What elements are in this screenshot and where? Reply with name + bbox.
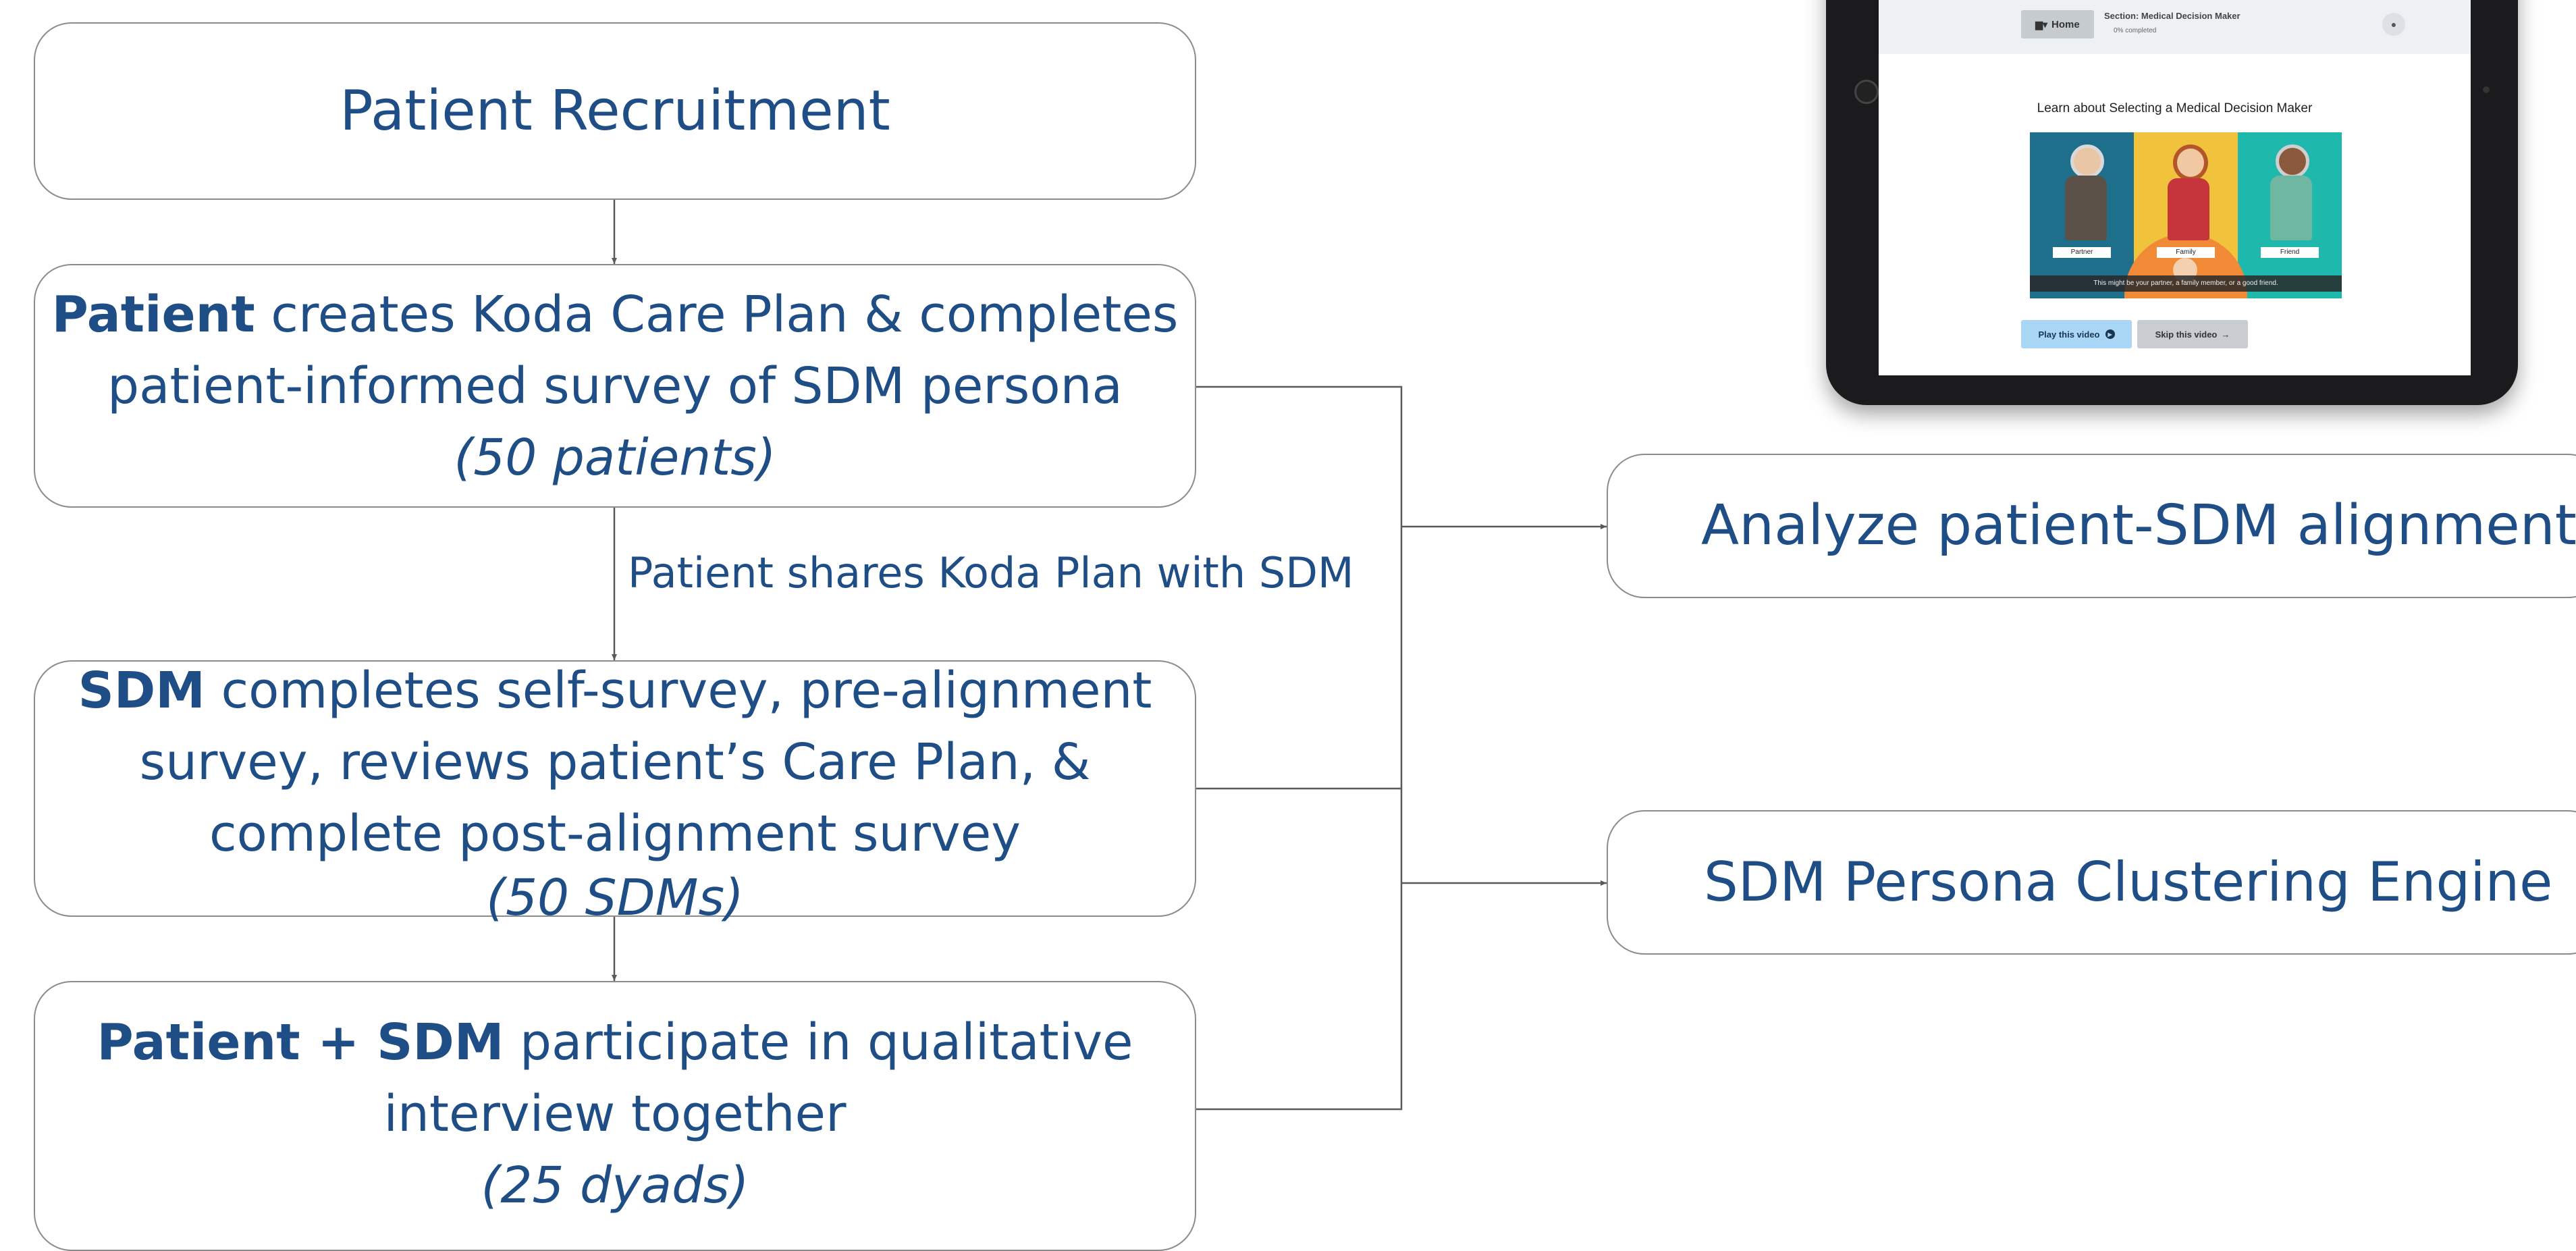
section-title: Section: Medical Decision Maker <box>2104 11 2240 21</box>
play-video-label: Play this video <box>2038 329 2100 340</box>
sdm-step-line-1-rest: completes self-survey, pre-alignment <box>205 662 1152 720</box>
app-header <box>1879 0 2471 54</box>
tablet-home-button <box>1854 80 1879 104</box>
clustering-engine-text: SDM Persona Clustering Engine <box>1704 851 2553 913</box>
video-label-partner: Partner <box>2053 247 2111 258</box>
sdm-step-box: SDM completes self-survey, pre-alignment… <box>34 660 1196 917</box>
interview-step-line-1: Patient + SDM participate in qualitative <box>97 1007 1133 1078</box>
interview-step-line-1-rest: participate in qualitative <box>504 1013 1133 1071</box>
tablet-mockup: ▆▾ Home Section: Medical Decision Maker … <box>1826 0 2518 405</box>
patient-count-text: (50 patients) <box>454 428 776 487</box>
home-button-label: Home <box>2051 18 2080 30</box>
video-player[interactable]: Partner Family Friend This might be your… <box>2030 132 2342 298</box>
connector-patient-out <box>1196 385 1403 1111</box>
share-plan-label: Patient shares Koda Plan with SDM <box>628 548 1354 597</box>
patient-step-box: Patient creates Koda Care Plan & complet… <box>34 264 1196 508</box>
skip-video-label: Skip this video <box>2155 329 2218 340</box>
play-icon: ▶ <box>2105 329 2115 339</box>
home-button[interactable]: ▆▾ Home <box>2021 10 2094 38</box>
patient-step-count: (50 patients) <box>454 422 776 494</box>
sdm-step-line-3: complete post-alignment survey <box>209 805 1021 863</box>
sdm-step-line-1: SDM completes self-survey, pre-alignment <box>78 655 1152 726</box>
patient-recruitment-box: Patient Recruitment <box>34 22 1196 200</box>
play-video-button[interactable]: Play this video ▶ <box>2021 320 2132 348</box>
patient-step-line-2: patient-informed survey of SDM persona <box>107 356 1123 415</box>
sdm-step-count: (50 SDMs) <box>486 869 744 927</box>
video-label-family: Family <box>2157 247 2215 258</box>
patient-step-line-1-rest: creates Koda Care Plan & completes <box>254 285 1179 344</box>
sdm-step-line-2: survey, reviews patient’s Care Plan, & <box>139 733 1091 791</box>
learn-title: Learn about Selecting a Medical Decision… <box>2037 101 2313 115</box>
video-caption: This might be your partner, a family mem… <box>2030 275 2342 292</box>
home-icon: ▆▾ <box>2035 18 2048 30</box>
patient-step-actor: Patient <box>51 285 255 344</box>
tablet-sensor <box>2483 86 2490 93</box>
clustering-engine-box: SDM Persona Clustering Engine <box>1607 810 2576 955</box>
interview-step-count: (25 dyads) <box>481 1150 749 1221</box>
flow-connectors <box>612 200 1607 1111</box>
skip-video-button[interactable]: Skip this video → <box>2137 320 2248 348</box>
interview-step-box: Patient + SDM participate in qualitative… <box>34 981 1196 1251</box>
patient-recruitment-text: Patient Recruitment <box>340 78 890 143</box>
interview-step-line-2: interview together <box>383 1085 847 1143</box>
sdm-step-actor: SDM <box>78 662 205 720</box>
arrow-right-icon: → <box>2221 329 2230 340</box>
interview-step-actors: Patient + SDM <box>97 1013 504 1071</box>
user-icon[interactable]: ● <box>2382 13 2405 36</box>
analyze-alignment-text: Analyze patient-SDM alignment <box>1701 494 2576 558</box>
analyze-alignment-box: Analyze patient-SDM alignment <box>1607 454 2576 598</box>
patient-step-line-1: Patient creates Koda Care Plan & complet… <box>52 279 1179 350</box>
interview-count-text: (25 dyads) <box>481 1156 749 1215</box>
section-progress: 0% completed <box>2114 27 2157 34</box>
tablet-screen: ▆▾ Home Section: Medical Decision Maker … <box>1879 0 2471 375</box>
video-label-friend: Friend <box>2261 247 2319 258</box>
